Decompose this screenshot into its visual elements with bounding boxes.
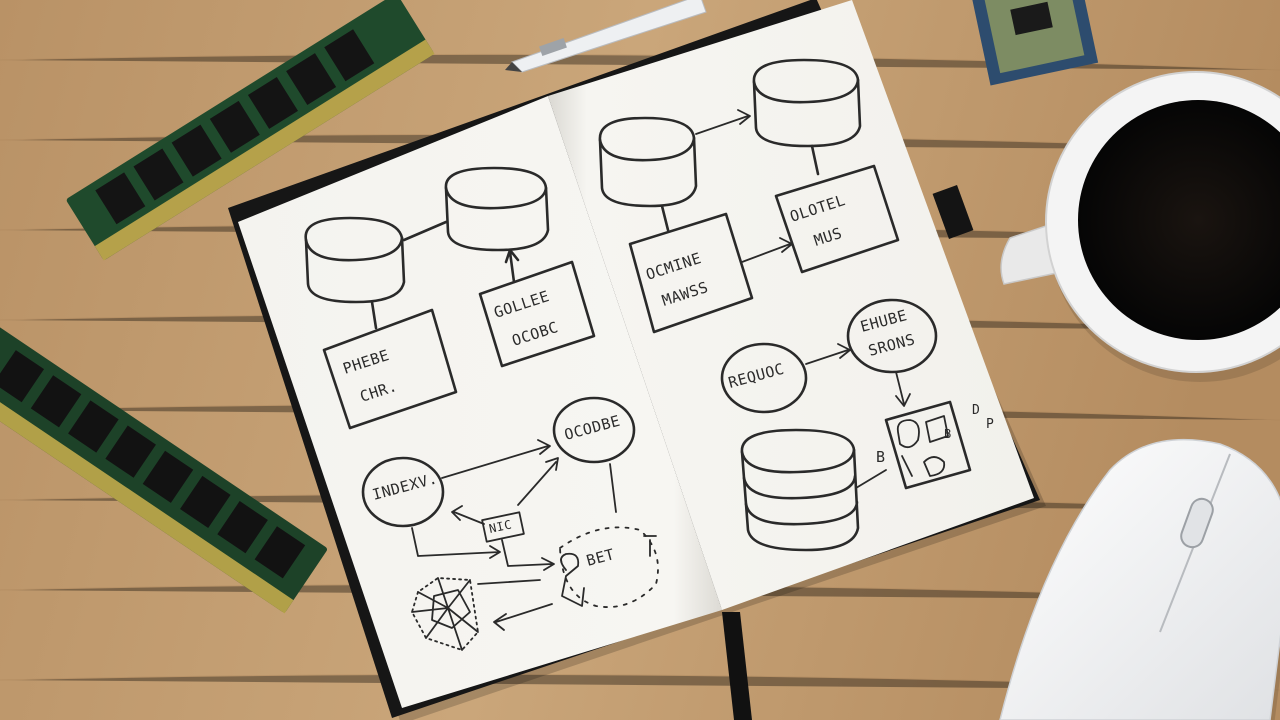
database-icon xyxy=(444,166,550,252)
database-icon xyxy=(598,116,698,208)
bookmark-ribbon xyxy=(722,612,752,720)
node-requoc xyxy=(720,342,808,414)
device-label-b2: B xyxy=(944,427,952,441)
right-page xyxy=(548,0,1034,610)
box-olotel xyxy=(774,164,900,274)
node-ehube xyxy=(846,298,938,374)
database-icon xyxy=(304,216,406,304)
coffee-mug xyxy=(1000,71,1280,382)
coffee-surface xyxy=(1078,100,1280,340)
device-label-p: P xyxy=(986,417,994,432)
left-page xyxy=(238,96,722,708)
pen xyxy=(505,0,707,73)
ram-module-top xyxy=(66,0,435,261)
device-box xyxy=(884,400,972,490)
network-cluster-icon xyxy=(411,577,479,651)
database-icon xyxy=(752,58,862,148)
dotted-loop xyxy=(559,526,659,608)
device-label-b1: B xyxy=(876,448,886,466)
scroll-wheel xyxy=(1180,497,1214,549)
node-ocodbe xyxy=(552,396,636,464)
node-indexv xyxy=(361,456,445,528)
tag-nic-label: NIC xyxy=(488,517,514,536)
tag-nic xyxy=(481,511,525,543)
computer-mouse xyxy=(999,438,1280,720)
box-gollee xyxy=(478,260,596,368)
box-phebe xyxy=(322,308,458,430)
cpu-chip xyxy=(970,0,1099,86)
elastic-strap xyxy=(932,185,974,239)
open-notebook xyxy=(228,0,1046,720)
box-ocmine xyxy=(628,212,754,334)
device-label-d: D xyxy=(972,403,980,418)
ram-module-bottom xyxy=(0,326,328,614)
stacked-database-icon xyxy=(740,428,860,552)
